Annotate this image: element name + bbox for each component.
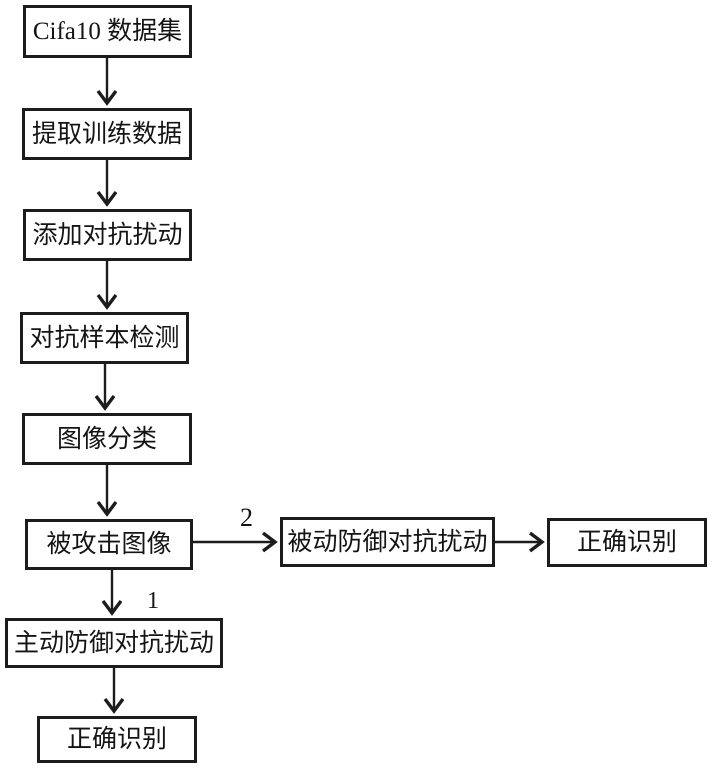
node-cifa10-dataset: Cifa10 数据集 <box>23 5 192 58</box>
edge-label-branch-1: 1 <box>147 588 159 614</box>
node-adversarial-sample-detection: 对抗样本检测 <box>20 312 189 364</box>
node-label: 正确识别 <box>576 529 677 556</box>
node-extract-training-data: 提取训练数据 <box>22 108 192 160</box>
node-label: 主动防御对抗扰动 <box>13 629 214 657</box>
node-label: 添加对抗扰动 <box>32 221 183 249</box>
node-passive-defense-perturbation: 被动防御对抗扰动 <box>280 517 495 567</box>
node-correct-recognition-passive: 正确识别 <box>547 518 707 567</box>
node-label: 提取训练数据 <box>31 120 182 148</box>
node-image-classification: 图像分类 <box>22 413 192 465</box>
node-label: 被攻击图像 <box>46 531 172 558</box>
node-label: 正确识别 <box>66 726 167 753</box>
node-label: Cifa10 数据集 <box>32 18 183 45</box>
node-label: 对抗样本检测 <box>29 324 180 352</box>
node-label: 被动防御对抗扰动 <box>287 528 488 556</box>
node-active-defense-perturbation: 主动防御对抗扰动 <box>5 618 223 668</box>
node-add-adversarial-perturbation: 添加对抗扰动 <box>23 209 192 261</box>
node-attacked-image: 被攻击图像 <box>25 519 193 570</box>
node-label: 图像分类 <box>56 425 157 453</box>
edge-label-branch-2: 2 <box>240 503 253 532</box>
node-correct-recognition-active: 正确识别 <box>37 716 197 763</box>
